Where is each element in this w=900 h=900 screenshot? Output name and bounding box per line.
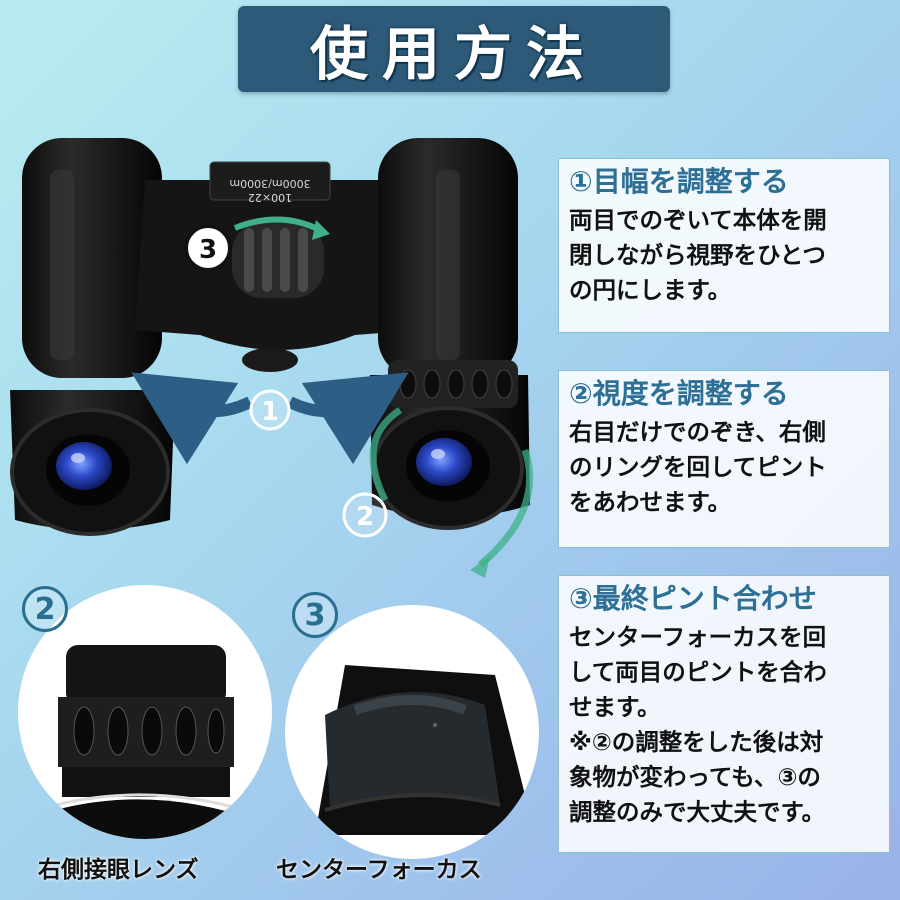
step-2-line: をあわせます。	[569, 488, 732, 516]
step-3-line: センターフォーカスを回	[569, 623, 827, 651]
step-2-line: のリングを回してピント	[569, 453, 827, 481]
caption-center-focus: センターフォーカス	[276, 857, 482, 883]
step-3-line: 象物が変わっても、③の	[569, 763, 821, 791]
step-2-heading: ②視度を調整する	[569, 377, 789, 410]
right-barrel	[370, 138, 530, 530]
marker-1-number: 1	[261, 397, 279, 427]
eye-width-arrows	[131, 372, 409, 465]
step-3-line: ※②の調整をした後は対	[569, 728, 824, 756]
diopter-rotate-arrow	[369, 407, 534, 568]
body-label-range: 3000m/3000m	[229, 177, 310, 190]
step-2-line: 右目だけでのぞき、右側	[569, 418, 826, 446]
body-label-spec: 100×22	[248, 191, 292, 204]
binoculars-illustration: 3000m/3000m 100×22 1 2	[10, 138, 534, 578]
step-1-heading: ①目幅を調整する	[569, 165, 789, 198]
left-lens	[56, 442, 112, 490]
step-panel-1: ①目幅を調整する 両目でのぞいて本体を開 閉しながら視野をひとつ の円にします。	[558, 158, 890, 333]
detail-2-badge: 2	[22, 586, 68, 632]
caption-eyepiece: 右側接眼レンズ	[38, 857, 199, 883]
center-bridge: 3000m/3000m 100×22	[135, 161, 420, 372]
detail-3-badge-number: 3	[304, 597, 326, 633]
step-3-line: して両目のピントを合わ	[569, 658, 827, 686]
focus-rotate-arrow	[233, 216, 322, 233]
detail-3-badge: 3	[292, 592, 338, 638]
detail-focus-image	[285, 605, 539, 859]
step-panel-2: ②視度を調整する 右目だけでのぞき、右側 のリングを回してピント をあわせます。	[558, 370, 890, 548]
step-panel-3: ③最終ピント合わせ センターフォーカスを回 して両目のピントを合わ せます。 ※…	[558, 575, 890, 853]
focus-closeup	[315, 665, 535, 835]
step-3-heading: ③最終ピント合わせ	[569, 582, 817, 615]
marker-1-circle	[249, 389, 291, 431]
page-title: 使用方法	[309, 20, 598, 88]
marker-2-number: 2	[356, 502, 374, 532]
title-banner: 使用方法	[238, 6, 670, 92]
step-1-line: の円にします。	[569, 276, 732, 304]
step-1-line: 閉しながら視野をひとつ	[569, 241, 826, 269]
step-1-line: 両目でのぞいて本体を開	[569, 206, 827, 234]
detail-2-badge-number: 2	[34, 591, 56, 627]
marker-3-circle	[184, 224, 232, 272]
step-3-line: せます。	[569, 693, 661, 721]
marker-3-number: 3	[199, 235, 217, 265]
step-3-line: 調整のみで大丈夫です。	[569, 798, 826, 826]
marker-2-circle	[342, 492, 388, 538]
right-lens	[416, 438, 472, 486]
